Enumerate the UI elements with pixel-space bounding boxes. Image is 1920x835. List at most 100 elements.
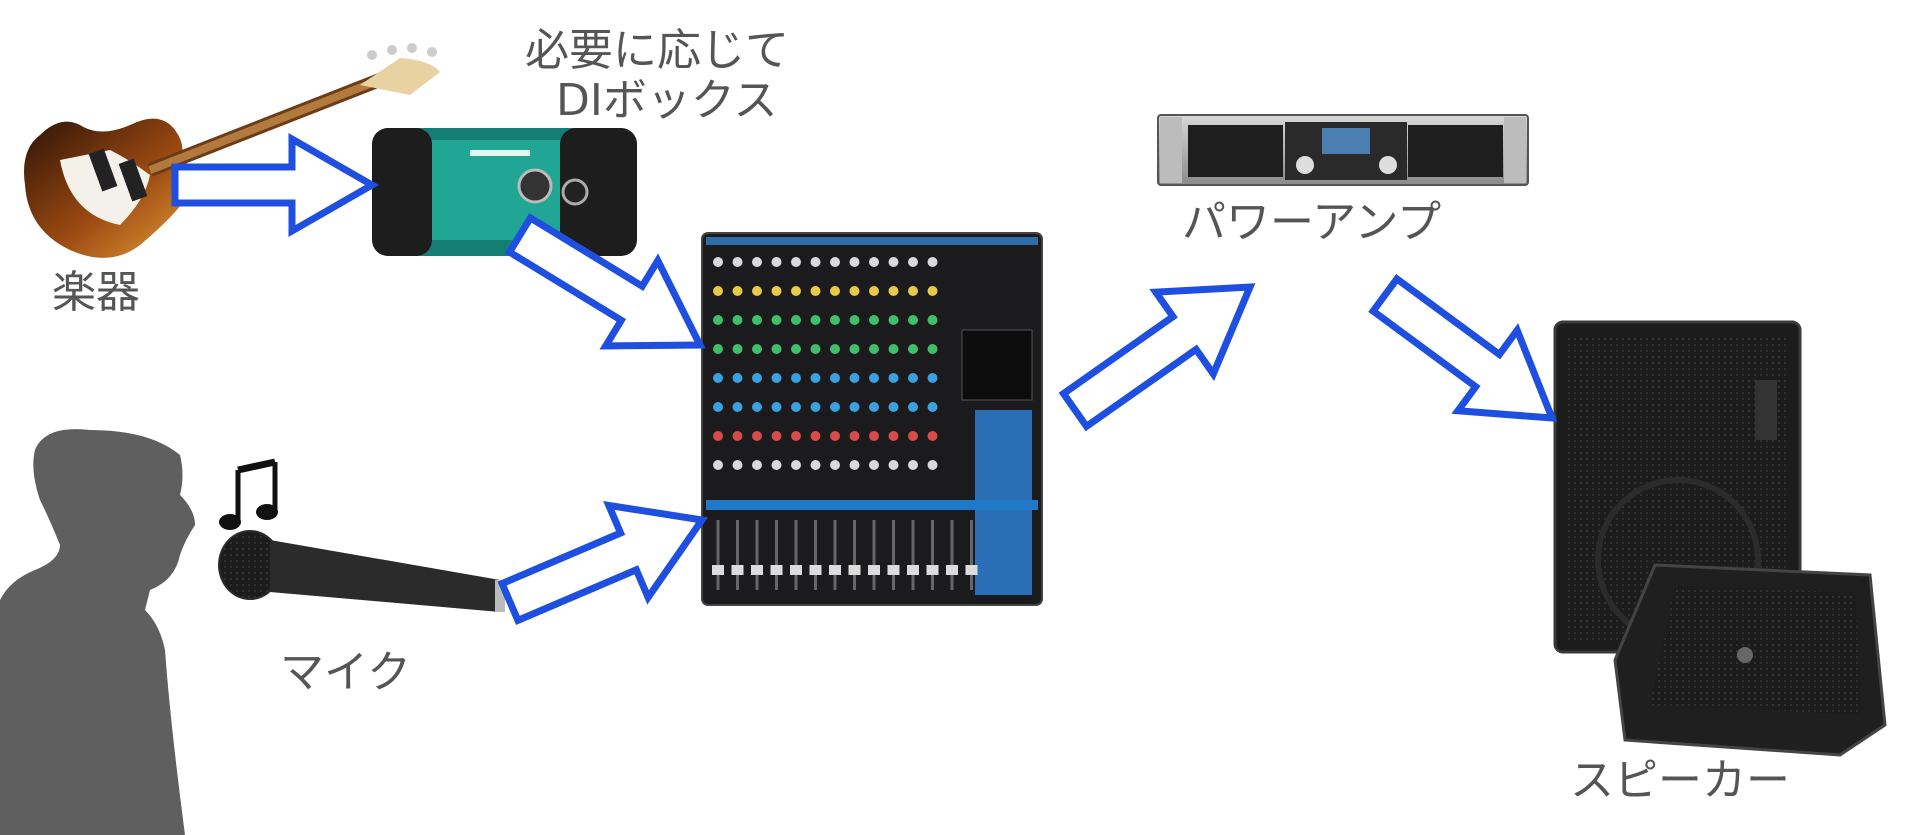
mixer-knob [791, 257, 801, 267]
mixer-knob [908, 257, 918, 267]
mixer-knob [869, 315, 879, 325]
mixer-knob [888, 344, 899, 354]
mixer-knob [849, 431, 860, 441]
mixer-fader-slot [814, 520, 817, 590]
mixer-fader-cap [790, 565, 802, 575]
mixer-knob [791, 286, 801, 296]
mixer-knob [713, 257, 723, 267]
mixer-fader-slot [755, 520, 759, 590]
mixer-knob [752, 344, 762, 354]
label-speaker: スピーカー [1570, 755, 1790, 806]
floor-monitor-icon [1613, 563, 1887, 757]
mixer-knob [810, 344, 821, 354]
mixer-fader-cap [712, 565, 724, 575]
mixer-knob [849, 257, 860, 267]
mixer-knob [713, 431, 723, 441]
mixer-knob [752, 373, 762, 383]
mixer-knob [888, 257, 899, 267]
mixer-fader-cap [965, 565, 978, 575]
mixer-knob [830, 460, 840, 470]
bass-guitar-icon [24, 43, 440, 258]
mixer-console-icon [701, 232, 1043, 606]
arrow-instrument-to-di [171, 132, 380, 238]
mixer-knob [830, 431, 840, 441]
mixer-knob [810, 257, 821, 267]
mixer-knob [888, 402, 899, 412]
mixer-fader-slot [794, 520, 798, 590]
mixer-knob [752, 431, 762, 441]
mixer-fader-slot [736, 520, 739, 590]
label-di-box-line2: DIボックス [556, 75, 778, 126]
mixer-knob [830, 373, 840, 383]
mixer-knob [927, 373, 938, 383]
mixer-knob [869, 373, 879, 383]
label-power-amp: パワーアンプ [1182, 197, 1442, 248]
mixer-knob [869, 402, 879, 412]
mixer-knob [791, 402, 801, 412]
mixer-knob [927, 431, 938, 441]
mixer-fader-cap [731, 565, 744, 575]
mixer-knob [810, 402, 821, 412]
mixer-knob [849, 344, 860, 354]
mixer-knob [927, 402, 938, 412]
mixer-knob [869, 431, 879, 441]
mixer-knob [830, 402, 840, 412]
mixer-fader-slot [775, 520, 778, 590]
mixer-knob [908, 315, 918, 325]
mixer-knob [732, 460, 743, 470]
mixer-knob [888, 373, 899, 383]
microphone-icon [218, 530, 505, 612]
mixer-knob [713, 344, 723, 354]
mixer-knob [888, 431, 899, 441]
mixer-knob [713, 373, 723, 383]
mixer-knob [791, 373, 801, 383]
mixer-knob [927, 344, 938, 354]
mixer-knob [830, 257, 840, 267]
arrow-amp-to-speaker [1368, 274, 1558, 422]
mixer-fader-cap [868, 565, 880, 575]
mixer-knob [732, 344, 743, 354]
mixer-knob [791, 344, 801, 354]
mixer-fader-cap [751, 565, 763, 575]
mixer-knob [771, 431, 782, 441]
mixer-knob [810, 460, 821, 470]
mixer-fader-cap [887, 565, 900, 575]
mixer-knob [869, 286, 879, 296]
mixer-knob [810, 373, 821, 383]
mixer-knob [752, 257, 762, 267]
mixer-knob [908, 431, 918, 441]
mixer-knob [771, 315, 782, 325]
mixer-knob [849, 315, 860, 325]
mixer-knob [752, 402, 762, 412]
mixer-knob [888, 460, 899, 470]
arrow-mic-to-mixer [497, 500, 709, 625]
mixer-knob [830, 286, 840, 296]
mixer-fader-slot [872, 520, 876, 590]
mixer-knob [849, 402, 860, 412]
mixer-knob [713, 402, 723, 412]
mixer-knob [927, 257, 938, 267]
mixer-knob [888, 315, 899, 325]
di-box-icon [372, 128, 637, 256]
mixer-knob [791, 315, 801, 325]
mixer-fader-slot [950, 520, 954, 590]
mixer-knob [771, 344, 782, 354]
mixer-knob [869, 460, 879, 470]
mixer-knob [791, 431, 801, 441]
mixer-knob [771, 286, 782, 296]
mixer-fader-cap [829, 565, 841, 575]
mixer-knob [869, 257, 879, 267]
mixer-fader-cap [848, 565, 861, 575]
mixer-knob [771, 373, 782, 383]
mixer-knob [752, 460, 762, 470]
mixer-knob [869, 344, 879, 354]
mixer-fader-slot [716, 520, 720, 590]
mixer-fader-slot [892, 520, 895, 590]
mixer-fader-slot [911, 520, 915, 590]
mixer-fader-cap [770, 565, 783, 575]
mixer-knob [908, 402, 918, 412]
mixer-knob [927, 286, 938, 296]
mixer-fader-slot [833, 520, 837, 590]
person-silhouette-icon [0, 429, 195, 835]
mixer-knob [713, 286, 723, 296]
